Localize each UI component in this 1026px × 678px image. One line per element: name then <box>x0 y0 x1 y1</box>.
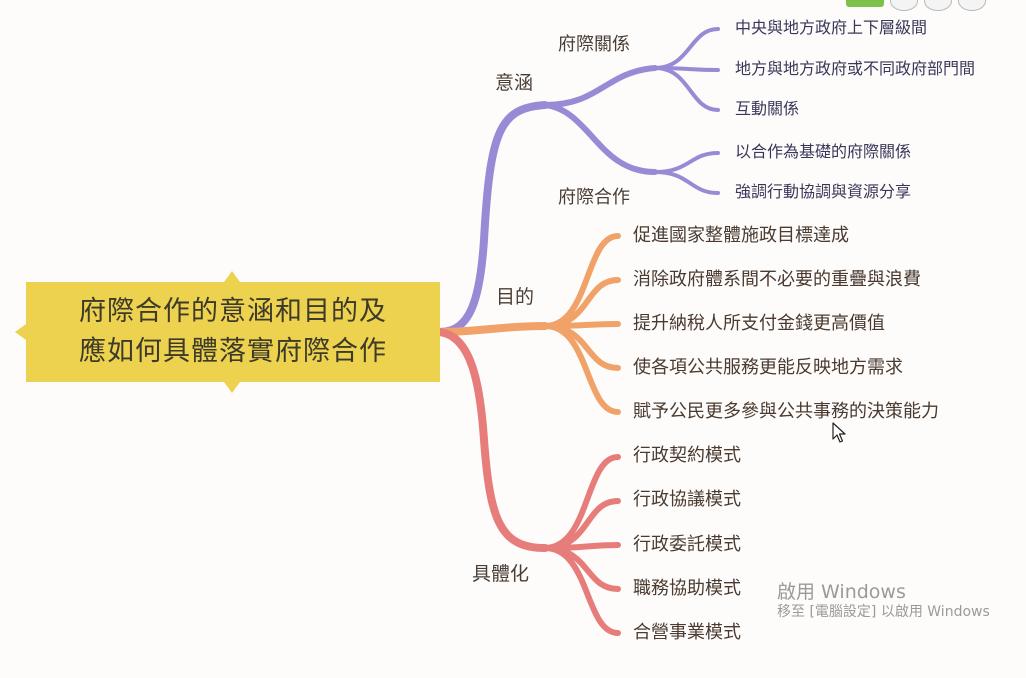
leaf-topic[interactable]: 促進國家整體施政目標達成 <box>633 225 849 246</box>
leaf-topic[interactable]: 提升納稅人所支付金錢更高價值 <box>633 313 885 334</box>
center-topic-line: 應如何具體落實府際合作 <box>79 336 387 367</box>
leaf-topic[interactable]: 地方與地方政府或不同政府部門間 <box>735 59 976 78</box>
branch-connector-yihan <box>436 27 720 336</box>
leaf-topic[interactable]: 行政契約模式 <box>633 445 741 466</box>
center-topic-handle[interactable] <box>224 382 240 393</box>
connector-line <box>653 27 720 70</box>
connector-line <box>653 151 720 174</box>
center-topic[interactable]: 府際合作的意涵和目的及 應如何具體落實府際合作 <box>26 282 440 382</box>
leaf-topic[interactable]: 行政委託模式 <box>633 534 741 555</box>
branch-mudi[interactable]: 目的 <box>496 286 535 308</box>
status-tag <box>846 0 884 7</box>
connector-line <box>436 101 549 336</box>
windows-activation-hint: 移至 [電腦設定] 以啟用 Windows <box>777 604 990 620</box>
leaf-topic[interactable]: 互動關係 <box>735 99 800 118</box>
connector-line <box>542 323 621 415</box>
leaf-topic[interactable]: 強調行動協調與資源分享 <box>735 182 912 201</box>
branch-yihan[interactable]: 意涵 <box>495 72 534 94</box>
branch-jutihua[interactable]: 具體化 <box>472 563 530 585</box>
connector-line <box>653 66 720 112</box>
connector-line <box>436 328 549 552</box>
connector-line <box>653 170 720 195</box>
branch-connector-jutihua <box>436 328 621 636</box>
connector-line <box>542 65 658 108</box>
subbranch-fuji-guanxi[interactable]: 府際關係 <box>558 34 630 55</box>
connector-line <box>542 102 658 175</box>
center-topic-handle[interactable] <box>15 324 26 340</box>
leaf-topic[interactable]: 中央與地方政府上下層級間 <box>735 18 928 37</box>
top-toolbar-strip <box>846 0 986 11</box>
mouse-pointer-icon <box>832 422 846 443</box>
leaf-topic[interactable]: 行政協議模式 <box>633 489 741 510</box>
center-topic-handle[interactable] <box>224 271 240 282</box>
windows-activation-watermark: 啟用 Windows <box>777 581 906 603</box>
center-topic-line: 府際合作的意涵和目的及 <box>79 296 387 327</box>
connector-line <box>542 545 621 636</box>
leaf-topic[interactable]: 合營事業模式 <box>633 622 741 643</box>
leaf-topic[interactable]: 使各項公共服務更能反映地方需求 <box>633 357 903 378</box>
subbranch-fuji-hezuo[interactable]: 府際合作 <box>558 187 630 208</box>
leaf-topic[interactable]: 消除政府體系間不必要的重疊與浪費 <box>633 269 921 290</box>
leaf-topic[interactable]: 以合作為基礎的府際關係 <box>735 142 912 161</box>
leaf-topic[interactable]: 職務協助模式 <box>633 578 741 599</box>
leaf-topic[interactable]: 賦予公民更多參與公共事務的決策能力 <box>633 401 939 422</box>
